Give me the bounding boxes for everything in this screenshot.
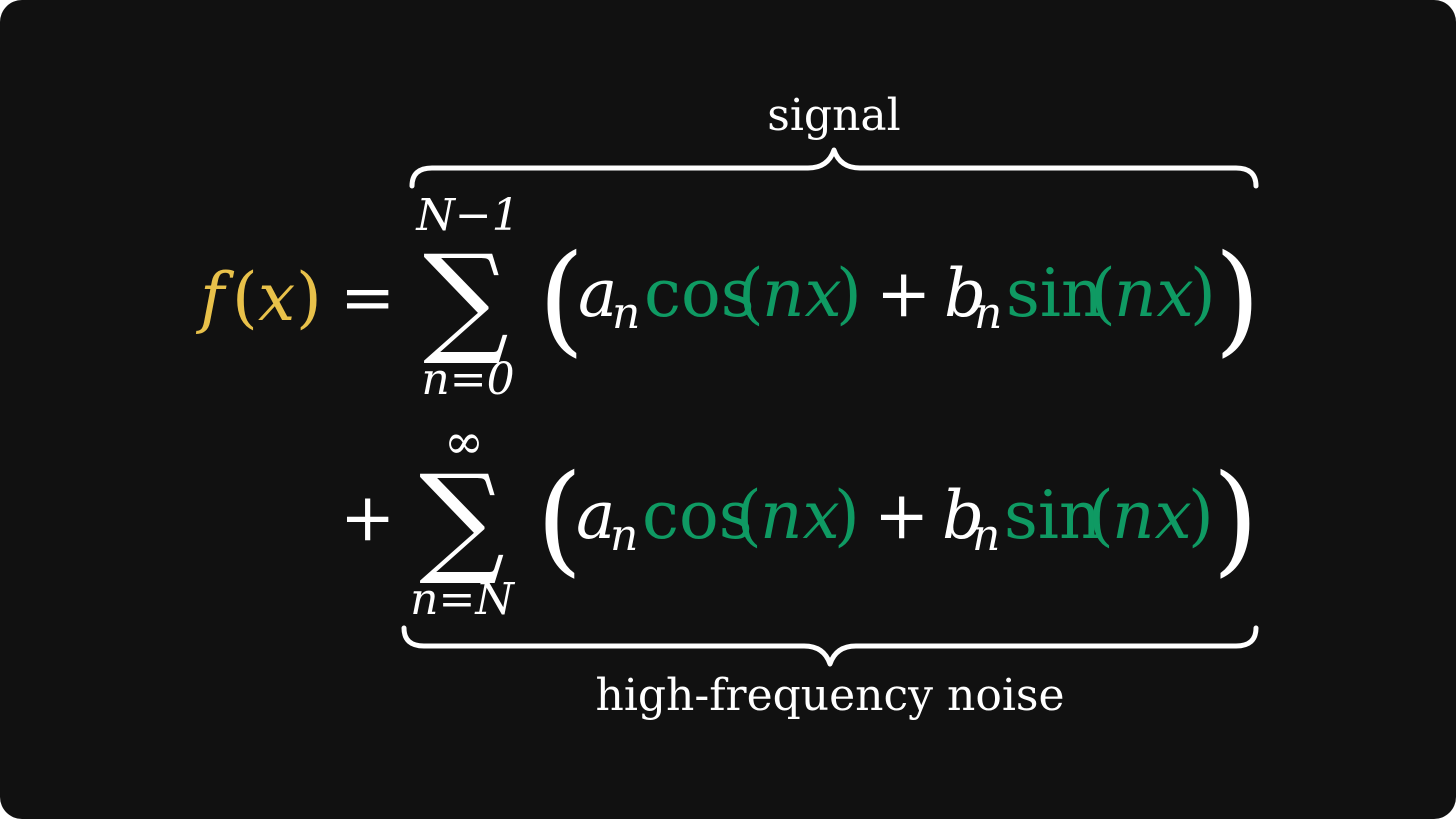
row2-plus: + [874,477,929,554]
row1-cos-close: ) [836,255,862,332]
signal-label: signal [767,90,900,141]
sum1-upper-limit: N−1 [415,190,519,241]
row2-cos-arg: nx [760,477,840,554]
row2-cos-close: ) [834,477,860,554]
sum2-symbol: ∑ [419,450,505,589]
row1-plus: + [876,255,931,332]
sum1-symbol: ∑ [423,230,509,369]
row2-leading-plus: + [340,479,395,556]
row1-b-sub: n [974,288,1002,339]
row1-cos: cos [644,255,755,332]
row1-cos-arg: nx [762,255,842,332]
row1-sin: sin [1006,255,1104,332]
row1-cos-open: ( [738,255,764,332]
row2-sin-close: ) [1188,477,1214,554]
row2-b-sub: n [972,510,1000,561]
row2-sin-open: ( [1088,477,1114,554]
row2-close-paren: ) [1212,450,1259,589]
row2-b: b [942,477,984,554]
function-f: f [195,259,235,336]
noise-label: high-frequency noise [595,670,1064,721]
row1-term: ( a n cos ( nx ) + b n sin ( nx ) ) [538,230,1261,369]
row2-sin-arg: nx [1112,477,1192,554]
sum2-upper-limit: ∞ [444,414,484,470]
sum1-lower-limit: n=0 [421,354,514,405]
function-open-paren: ( [232,259,258,336]
function-close-paren: ) [296,259,322,336]
row2-sin: sin [1004,477,1102,554]
equals-sign: = [340,259,395,336]
row1-sin-arg: nx [1114,255,1194,332]
row2-cos: cos [642,477,753,554]
noise-brace [401,625,1259,667]
row2-a-sub: n [610,510,638,561]
row2-cos-open: ( [736,477,762,554]
row1-a: a [578,255,617,332]
row1-b: b [944,255,986,332]
row1-sin-close: ) [1190,255,1216,332]
row1-open-paren: ( [538,230,585,369]
row1-a-sub: n [612,288,640,339]
row1-sin-open: ( [1090,255,1116,332]
sum2-lower-limit: n=N [410,574,515,625]
function-x: x [258,259,295,336]
row1-close-paren: ) [1214,230,1261,369]
signal-brace [409,147,1259,189]
row2-term: ( a n cos ( nx ) + b n sin ( nx ) ) [536,450,1259,589]
row2-a: a [576,477,615,554]
row2-open-paren: ( [536,450,583,589]
